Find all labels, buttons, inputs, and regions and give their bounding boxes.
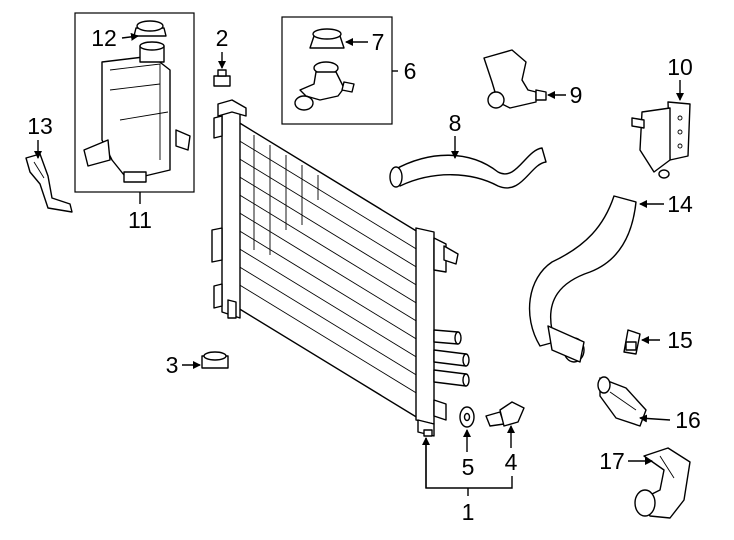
callout-6: 6 (404, 58, 417, 84)
lower-hose (528, 195, 637, 363)
callout-10: 10 (667, 54, 693, 80)
reservoir-cap (133, 20, 167, 37)
callout-7: 7 (372, 29, 385, 55)
temperature-sensor (623, 329, 641, 355)
reservoir-group-box (74, 12, 195, 193)
callout-17: 17 (599, 448, 625, 474)
leader-lines (34, 32, 684, 496)
drain-plug-2 (213, 69, 231, 87)
callout-4: 4 (505, 449, 518, 475)
callout-1: 1 (462, 499, 475, 525)
callout-2: 2 (216, 25, 229, 51)
reservoir-bracket (25, 153, 73, 213)
drain-cock (485, 401, 525, 427)
callout-16: 16 (675, 407, 701, 433)
callout-11: 11 (128, 207, 152, 233)
mount-bushing (201, 351, 229, 369)
callout-13: 13 (27, 113, 53, 139)
thermostat-housing (631, 101, 691, 179)
callout-12: 12 (91, 25, 117, 51)
callout-5: 5 (462, 454, 475, 480)
upper-hose (389, 147, 547, 189)
callout-3: 3 (166, 352, 179, 378)
filler-neck (294, 61, 355, 111)
callout-14: 14 (667, 191, 693, 217)
callout-15: 15 (667, 327, 693, 353)
water-outlet (483, 49, 547, 109)
callout-9: 9 (570, 82, 583, 108)
hose-connector (597, 376, 647, 427)
radiator (211, 99, 470, 437)
drain-washer (459, 406, 475, 428)
bypass-hose (634, 447, 691, 519)
callout-labels: 1 2 3 4 5 6 7 8 9 10 11 12 13 14 15 16 1… (27, 25, 701, 525)
radiator-cap (309, 28, 345, 49)
callout-8: 8 (449, 110, 462, 136)
coolant-reservoir (83, 41, 191, 183)
